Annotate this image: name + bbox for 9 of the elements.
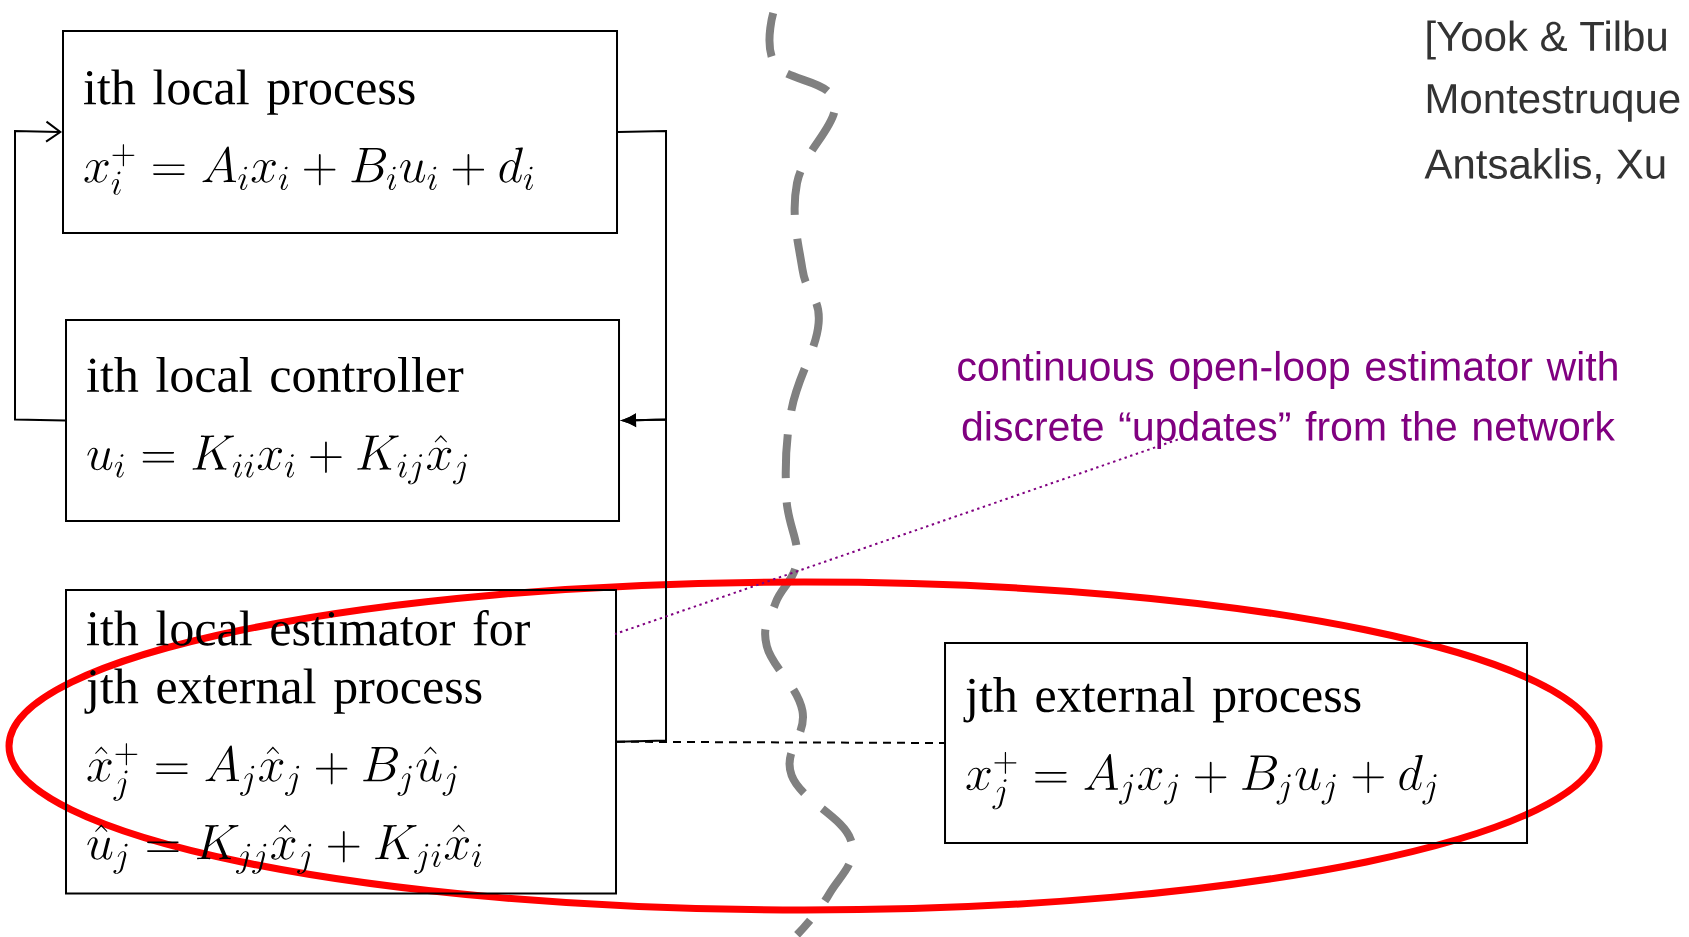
reference-text: Montestruque bbox=[1427, 84, 1680, 122]
leader-line bbox=[614, 436, 1185, 635]
process-box: ith local process $x_i^+ = A_i x_i + B_i u_i + d_i$ bbox=[62, 30, 618, 234]
reference-text: [Yook & Tilbu bbox=[1427, 20, 1666, 60]
process-box: ith local controller $u_i = K_{ii} x_i + K_{ij} \hat{x}_j$ bbox=[65, 319, 620, 522]
arrow bbox=[14, 120, 66, 422]
reference-text: Antsaklis, Xu bbox=[1424, 148, 1665, 184]
annotation-text: continuous open-loop estimator with discrete “updates” from the network bbox=[958, 350, 1617, 450]
process-box: jth external process $x_j^+ = A_j x_j + B_j u_j + d_j$ bbox=[944, 642, 1528, 844]
